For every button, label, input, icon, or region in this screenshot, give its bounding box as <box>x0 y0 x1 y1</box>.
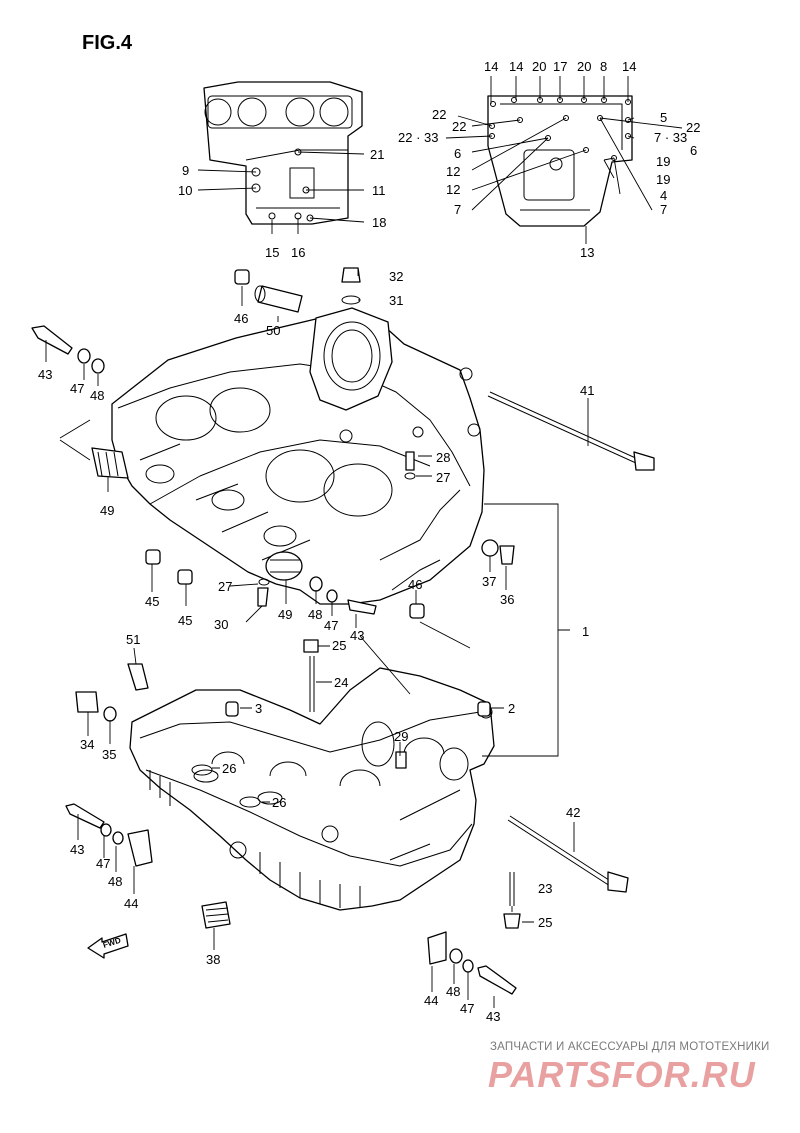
callout-47: 47 <box>460 1001 474 1016</box>
callout-24: 24 <box>334 675 348 690</box>
callout-36: 36 <box>500 592 514 607</box>
callout-37: 37 <box>482 574 496 589</box>
callout-25: 25 <box>332 638 346 653</box>
callout-35: 35 <box>102 747 116 762</box>
callout-47: 47 <box>96 856 110 871</box>
callout-50: 50 <box>266 323 280 338</box>
watermark-brand: PARTSFOR.RU <box>488 1054 756 1095</box>
callout-43: 43 <box>70 842 84 857</box>
callout-22: 22 <box>452 119 466 134</box>
callout-7: 7 <box>660 202 667 217</box>
callout-45: 45 <box>145 594 159 609</box>
callout-2: 2 <box>508 701 515 716</box>
callout-23: 23 <box>538 881 552 896</box>
watermark-caption: ЗАПЧАСТИ И АКСЕССУАРЫ ДЛЯ МОТОТЕХНИКИ <box>490 1041 770 1053</box>
callout-38: 38 <box>206 952 220 967</box>
inset-upper-case <box>203 81 363 225</box>
callout-43: 43 <box>350 628 364 643</box>
callout-13: 13 <box>580 245 594 260</box>
lower-crankcase <box>129 667 495 911</box>
callout-43: 43 <box>486 1009 500 1024</box>
callout-10: 10 <box>178 183 192 198</box>
callout-20: 20 <box>577 59 591 74</box>
callout-49: 49 <box>100 503 114 518</box>
callout-12: 12 <box>446 164 460 179</box>
callout-7-33: 7 · 33 <box>654 130 687 145</box>
callout-4: 4 <box>660 188 667 203</box>
callout-3: 3 <box>255 701 262 716</box>
callout-17: 17 <box>553 59 567 74</box>
callout-26: 26 <box>272 795 286 810</box>
upper-crankcase <box>111 307 485 605</box>
callout-47: 47 <box>324 618 338 633</box>
inset-lower-case <box>487 95 633 227</box>
callout-44: 44 <box>424 993 438 1008</box>
callout-34: 34 <box>80 737 94 752</box>
callout-45: 45 <box>178 613 192 628</box>
callout-22: 22 <box>686 120 700 135</box>
callout-47: 47 <box>70 381 84 396</box>
callout-32: 32 <box>389 269 403 284</box>
callout-9: 9 <box>182 163 189 178</box>
callout-44: 44 <box>124 896 138 911</box>
callout-1: 1 <box>582 624 589 639</box>
callout-19: 19 <box>656 154 670 169</box>
callout-48: 48 <box>446 984 460 999</box>
callout-49: 49 <box>278 607 292 622</box>
callout-18: 18 <box>372 215 386 230</box>
callout-5: 5 <box>660 110 667 125</box>
callout-46: 46 <box>408 577 422 592</box>
callout-19: 19 <box>656 172 670 187</box>
callout-48: 48 <box>308 607 322 622</box>
callout-8: 8 <box>600 59 607 74</box>
callout-26: 26 <box>222 761 236 776</box>
callout-22-33: 22 · 33 <box>398 130 438 145</box>
callout-14: 14 <box>484 59 498 74</box>
callout-28: 28 <box>436 450 450 465</box>
callout-6: 6 <box>690 143 697 158</box>
callout-6: 6 <box>454 146 461 161</box>
figure-title: FIG.4 <box>82 32 133 54</box>
callout-15: 15 <box>265 245 279 260</box>
callout-31: 31 <box>389 293 403 308</box>
callout-labels: 14 14 20 17 20 8 14 22 22 22 · 33 5 22 7… <box>38 59 700 1024</box>
callout-14: 14 <box>509 59 523 74</box>
callout-42: 42 <box>566 805 580 820</box>
callout-7: 7 <box>454 202 461 217</box>
callout-48: 48 <box>108 874 122 889</box>
callout-14: 14 <box>622 59 636 74</box>
callout-11: 11 <box>372 183 386 198</box>
callout-20: 20 <box>532 59 546 74</box>
callout-43: 43 <box>38 367 52 382</box>
callout-25: 25 <box>538 915 552 930</box>
callout-51: 51 <box>126 632 140 647</box>
callout-27: 27 <box>436 470 450 485</box>
callout-46: 46 <box>234 311 248 326</box>
callout-12: 12 <box>446 182 460 197</box>
callout-29: 29 <box>394 729 408 744</box>
callout-16: 16 <box>291 245 305 260</box>
callout-48: 48 <box>90 388 104 403</box>
callout-27: 27 <box>218 579 232 594</box>
callout-41: 41 <box>580 383 594 398</box>
leader-lines <box>45 76 683 1008</box>
callout-22: 22 <box>432 107 446 122</box>
callout-30: 30 <box>214 617 228 632</box>
callout-21: 21 <box>370 147 384 162</box>
